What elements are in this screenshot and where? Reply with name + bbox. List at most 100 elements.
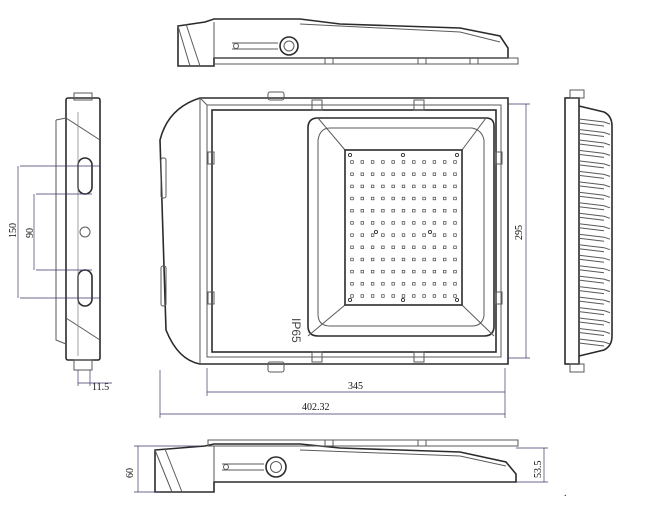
- led-chip: [432, 196, 437, 201]
- led-chip: [391, 184, 395, 189]
- led-chip: [401, 209, 406, 213]
- led-chip: [432, 172, 437, 176]
- led-chip: [422, 269, 426, 274]
- led-chip: [412, 294, 416, 298]
- led-chip: [443, 245, 447, 249]
- led-chip: [350, 184, 354, 189]
- heatsink-fin: [578, 223, 611, 232]
- led-chip: [443, 282, 447, 286]
- led-chip: [391, 282, 395, 286]
- led-chip: [391, 209, 395, 213]
- led-chip: [422, 172, 426, 176]
- led-grid: [350, 160, 457, 298]
- led-chip: [370, 294, 375, 298]
- led-chip: [360, 282, 364, 286]
- led-chip: [381, 233, 385, 237]
- heatsink-fin: [578, 286, 611, 295]
- led-chip: [422, 257, 426, 262]
- led-chip: [350, 294, 354, 298]
- led-chip: [391, 233, 395, 237]
- led-chip: [412, 196, 416, 201]
- led-chip: [412, 160, 416, 164]
- led-chip: [381, 196, 385, 201]
- led-chip: [432, 209, 437, 213]
- led-chip: [401, 282, 406, 286]
- led-chip: [391, 196, 395, 201]
- heatsink-fin: [578, 139, 611, 148]
- led-chip: [360, 160, 364, 164]
- led-chip: [453, 294, 457, 298]
- heatsink-fin: [578, 233, 611, 242]
- led-chip: [350, 282, 354, 286]
- led-chip: [381, 160, 385, 164]
- dim-295-label: 295: [514, 225, 525, 240]
- heatsink-fin: [578, 296, 611, 305]
- heatsink-fin: [578, 307, 611, 316]
- led-chip: [443, 257, 447, 262]
- led-chip: [391, 257, 395, 262]
- led-chip: [401, 196, 406, 201]
- led-chip: [443, 233, 447, 237]
- led-chip: [391, 269, 395, 274]
- led-chip: [453, 209, 457, 213]
- heatsink-fin: [578, 328, 611, 336]
- heatsink-fin: [578, 181, 611, 190]
- led-chip: [422, 160, 426, 164]
- led-chip: [370, 160, 375, 164]
- led-chip: [432, 257, 437, 262]
- led-chip: [350, 245, 354, 249]
- led-chip: [350, 172, 354, 176]
- dim-60-label: 60: [125, 468, 136, 478]
- led-chip: [381, 209, 385, 213]
- led-chip: [350, 221, 354, 225]
- led-chip: [360, 233, 364, 237]
- led-chip: [350, 233, 354, 237]
- heatsink-fin: [578, 118, 611, 127]
- led-chip: [360, 257, 364, 262]
- led-chip: [401, 221, 406, 225]
- led-chip: [443, 184, 447, 189]
- led-chip: [401, 172, 406, 176]
- led-chip: [370, 172, 375, 176]
- led-chip: [370, 196, 375, 201]
- led-chip: [412, 184, 416, 189]
- led-chip: [370, 282, 375, 286]
- dim-11-5-label: 11.5: [92, 382, 109, 393]
- led-chip: [350, 209, 354, 213]
- led-chip: [412, 221, 416, 225]
- led-chip: [370, 209, 375, 213]
- dim-90-label: 90: [25, 228, 36, 238]
- heatsink-fin: [578, 317, 611, 326]
- led-chip: [412, 282, 416, 286]
- led-chip: [381, 257, 385, 262]
- led-chip: [453, 184, 457, 189]
- heatsink-fin: [578, 129, 611, 137]
- left-side-view: [55, 92, 101, 371]
- dim-402-32-label: 402.32: [302, 402, 330, 413]
- led-chip: [422, 196, 426, 201]
- led-chip: [401, 294, 406, 298]
- led-chip: [370, 184, 375, 189]
- led-chip: [401, 184, 406, 189]
- led-chip: [412, 269, 416, 274]
- dim-150-label: 150: [8, 223, 19, 238]
- led-chip: [391, 245, 395, 249]
- led-chip: [432, 233, 437, 237]
- led-chip: [412, 245, 416, 249]
- front-view: IP65: [159, 91, 509, 373]
- led-chip: [432, 282, 437, 286]
- dimension-labels: 150 90 11.5 345 402.32 295 60 53.5 .: [8, 223, 567, 499]
- led-chip: [443, 269, 447, 274]
- led-chip: [432, 160, 437, 164]
- led-chip: [422, 282, 426, 286]
- led-chip: [401, 257, 406, 262]
- heatsink-fin: [578, 202, 611, 211]
- led-chip: [370, 245, 375, 249]
- led-chip: [381, 172, 385, 176]
- heatsink-fin: [578, 149, 611, 158]
- led-chip: [350, 160, 354, 164]
- heatsink-fin: [578, 160, 611, 169]
- led-chip: [360, 294, 364, 298]
- led-chip: [453, 221, 457, 225]
- heatsink-fin: [578, 191, 611, 200]
